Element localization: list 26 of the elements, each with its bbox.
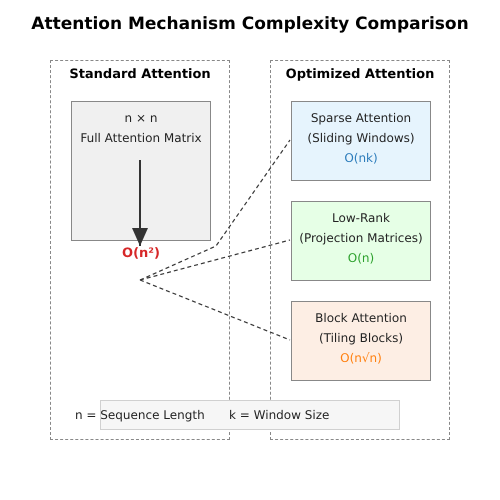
method-box bbox=[291, 201, 431, 281]
key-text: n = Sequence Length bbox=[75, 408, 205, 422]
matrix-box bbox=[71, 101, 211, 241]
arrow bbox=[132, 160, 148, 246]
method-box bbox=[291, 101, 431, 181]
method-subtitle: (Tiling Blocks) bbox=[318, 330, 404, 347]
connector-line bbox=[140, 140, 290, 281]
complexity-label: O(nk) bbox=[344, 150, 378, 167]
key-text: k = Window Size bbox=[229, 408, 330, 422]
method-subtitle: (Sliding Windows) bbox=[307, 130, 415, 147]
method-title: Sparse Attention bbox=[310, 110, 412, 127]
method-title: Low-Rank bbox=[332, 210, 390, 227]
complexity-label: O(n²) bbox=[121, 247, 161, 261]
diagram-title: Attention Mechanism Complexity Comparison bbox=[30, 14, 470, 34]
method-box bbox=[291, 301, 431, 381]
method-title: Block Attention bbox=[315, 310, 407, 327]
connector-line bbox=[140, 279, 290, 341]
matrix-title: Full Attention Matrix bbox=[80, 130, 202, 147]
complexity-label: O(n√n) bbox=[340, 350, 382, 367]
matrix-size: n × n bbox=[124, 110, 158, 127]
panel-heading: Standard Attention bbox=[68, 66, 212, 84]
dashed-panel bbox=[50, 60, 230, 440]
connector-line bbox=[140, 239, 290, 281]
method-subtitle: (Projection Matrices) bbox=[299, 230, 423, 247]
complexity-label: O(n) bbox=[348, 250, 374, 267]
panel-heading: Optimized Attention bbox=[284, 66, 436, 84]
